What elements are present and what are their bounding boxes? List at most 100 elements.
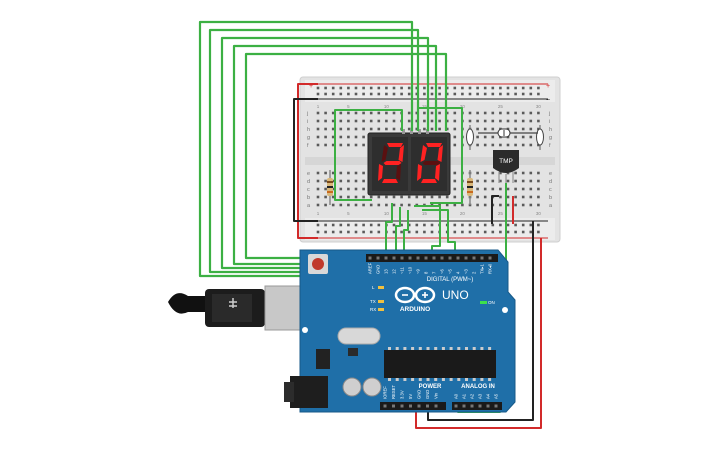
breadboard-hole[interactable] — [483, 111, 487, 115]
digital-header[interactable] — [366, 254, 498, 262]
breadboard-hole[interactable] — [438, 111, 441, 115]
breadboard-hole[interactable] — [514, 203, 517, 207]
resistor-top-left[interactable] — [466, 125, 474, 150]
rail-hole[interactable] — [461, 86, 464, 90]
rail-hole[interactable] — [423, 92, 426, 96]
breadboard-hole[interactable] — [347, 195, 350, 199]
breadboard-hole[interactable] — [529, 143, 533, 147]
breadboard-hole[interactable] — [415, 119, 419, 123]
breadboard-hole[interactable] — [354, 111, 358, 115]
breadboard-hole[interactable] — [537, 111, 540, 115]
header-pin[interactable] — [409, 404, 412, 408]
header-pin[interactable] — [400, 256, 404, 260]
breadboard-hole[interactable] — [423, 127, 426, 131]
breadboard-hole[interactable] — [514, 135, 517, 139]
breadboard-hole[interactable] — [362, 127, 365, 131]
rail-hole[interactable] — [499, 230, 502, 234]
rail-hole[interactable] — [423, 86, 426, 90]
header-pin[interactable] — [368, 256, 372, 260]
rail-hole[interactable] — [461, 230, 464, 234]
rail-hole[interactable] — [415, 86, 419, 90]
breadboard-hole[interactable] — [354, 203, 358, 207]
breadboard-hole[interactable] — [331, 179, 335, 183]
breadboard-hole[interactable] — [392, 127, 396, 131]
breadboard-hole[interactable] — [347, 119, 350, 123]
breadboard-hole[interactable] — [339, 203, 343, 207]
breadboard-hole[interactable] — [506, 111, 510, 115]
breadboard-hole[interactable] — [415, 127, 419, 131]
rail-hole[interactable] — [407, 92, 411, 96]
breadboard-hole[interactable] — [331, 111, 335, 115]
rail-hole[interactable] — [377, 86, 381, 90]
breadboard-hole[interactable] — [423, 119, 426, 123]
rail-hole[interactable] — [377, 92, 381, 96]
breadboard-hole[interactable] — [362, 179, 365, 183]
breadboard-hole[interactable] — [537, 195, 540, 199]
breadboard-hole[interactable] — [438, 195, 441, 199]
breadboard-hole[interactable] — [483, 171, 487, 175]
breadboard-hole[interactable] — [476, 195, 479, 199]
breadboard-hole[interactable] — [529, 187, 533, 191]
breadboard-hole[interactable] — [316, 135, 320, 139]
rail-hole[interactable] — [529, 92, 533, 96]
breadboard-hole[interactable] — [453, 111, 457, 115]
breadboard-hole[interactable] — [521, 143, 525, 147]
breadboard-hole[interactable] — [407, 111, 411, 115]
rail-hole[interactable] — [468, 230, 472, 234]
breadboard-hole[interactable] — [430, 127, 434, 131]
rail-hole[interactable] — [354, 230, 358, 234]
breadboard-hole[interactable] — [483, 179, 487, 183]
breadboard-hole[interactable] — [385, 119, 388, 123]
breadboard-hole[interactable] — [491, 127, 495, 131]
breadboard-hole[interactable] — [506, 203, 510, 207]
breadboard-hole[interactable] — [339, 187, 343, 191]
rail-hole[interactable] — [324, 92, 327, 96]
breadboard-hole[interactable] — [514, 195, 517, 199]
rail-hole[interactable] — [499, 86, 502, 90]
rail-hole[interactable] — [506, 223, 510, 227]
rail-hole[interactable] — [415, 92, 419, 96]
breadboard-hole[interactable] — [461, 203, 464, 207]
breadboard-hole[interactable] — [331, 143, 335, 147]
rail-hole[interactable] — [529, 230, 533, 234]
header-pin[interactable] — [454, 404, 458, 408]
breadboard-hole[interactable] — [324, 179, 327, 183]
breadboard-hole[interactable] — [514, 143, 517, 147]
rail-hole[interactable] — [453, 223, 457, 227]
breadboard-hole[interactable] — [347, 127, 350, 131]
rail-hole[interactable] — [430, 230, 434, 234]
breadboard-hole[interactable] — [453, 119, 457, 123]
rail-hole[interactable] — [339, 92, 343, 96]
breadboard-hole[interactable] — [445, 127, 449, 131]
breadboard-hole[interactable] — [407, 119, 411, 123]
breadboard-hole[interactable] — [506, 119, 510, 123]
header-pin[interactable] — [408, 256, 412, 260]
rail-hole[interactable] — [347, 230, 350, 234]
breadboard-hole[interactable] — [529, 135, 533, 139]
rail-hole[interactable] — [339, 230, 343, 234]
breadboard-hole[interactable] — [324, 195, 327, 199]
breadboard-hole[interactable] — [324, 135, 327, 139]
breadboard-hole[interactable] — [514, 171, 517, 175]
breadboard-hole[interactable] — [331, 203, 335, 207]
breadboard-hole[interactable] — [362, 119, 365, 123]
breadboard-hole[interactable] — [445, 119, 449, 123]
rail-hole[interactable] — [491, 92, 495, 96]
rail-hole[interactable] — [445, 92, 449, 96]
breadboard-hole[interactable] — [491, 135, 495, 139]
rail-hole[interactable] — [506, 92, 510, 96]
breadboard-hole[interactable] — [521, 111, 525, 115]
header-pin[interactable] — [432, 256, 436, 260]
breadboard-hole[interactable] — [499, 187, 502, 191]
breadboard-hole[interactable] — [453, 179, 457, 183]
rail-hole[interactable] — [369, 230, 373, 234]
breadboard-hole[interactable] — [468, 119, 472, 123]
header-pin[interactable] — [472, 256, 476, 260]
breadboard-hole[interactable] — [316, 143, 320, 147]
breadboard-hole[interactable] — [347, 187, 350, 191]
rail-hole[interactable] — [362, 223, 365, 227]
rail-hole[interactable] — [483, 223, 487, 227]
breadboard-hole[interactable] — [354, 127, 358, 131]
breadboard-hole[interactable] — [514, 187, 517, 191]
rail-hole[interactable] — [461, 223, 464, 227]
